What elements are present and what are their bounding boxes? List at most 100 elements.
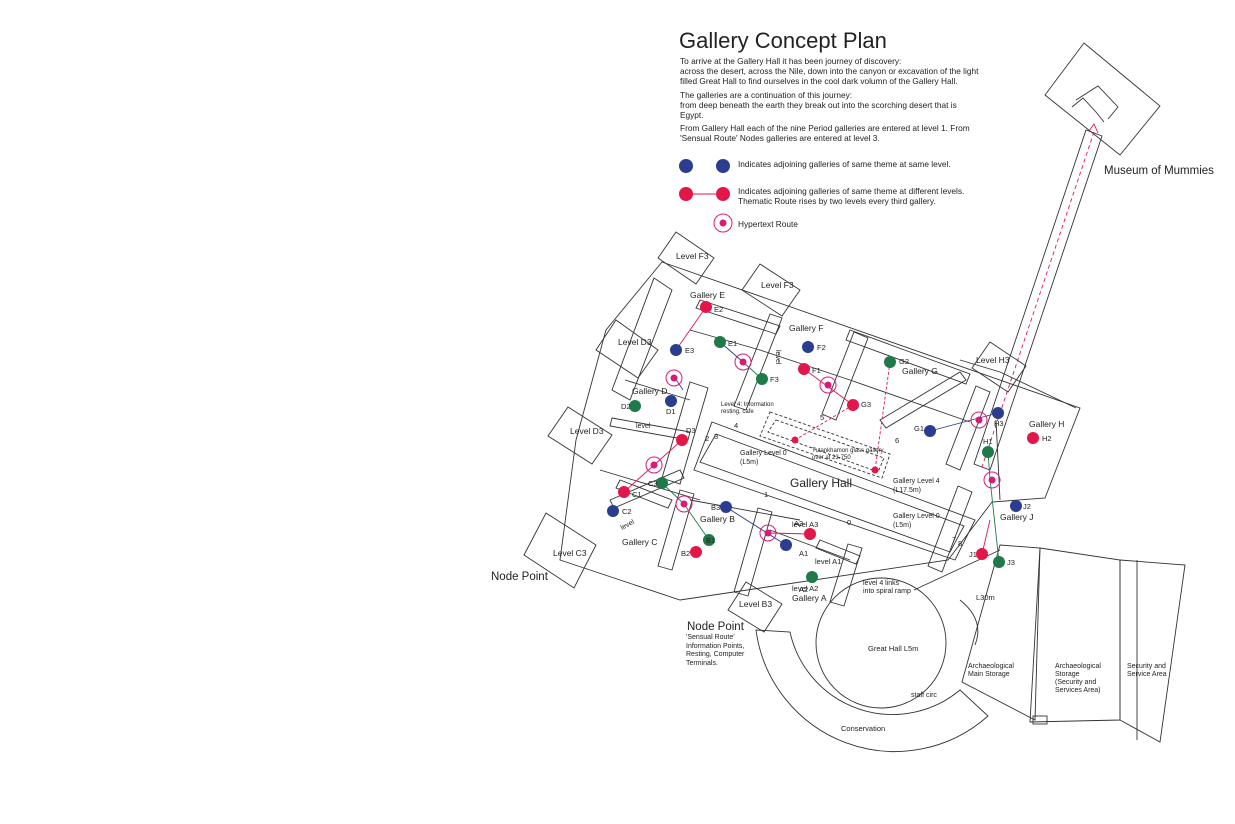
number-4: 4 [734,421,738,430]
gallery-a-ramp [733,507,773,597]
level-diagonal-label: level [620,519,636,532]
tutankhamon-inner [767,419,885,473]
security-area-line-2: Service Area [1127,671,1167,678]
label-f1: F1 [812,366,821,375]
level-h3-box [971,341,1027,393]
marker-g3 [847,399,859,411]
mummies-link-ramp [973,129,1103,471]
gallery-d-label: Gallery D [632,386,667,396]
staff-circ-label: staff circ [911,692,937,699]
number-5: 5 [820,413,824,422]
hypertext-ring [665,369,683,387]
route-g1-h3 [929,412,999,432]
museum-of-mummies-label: Museum of Mummies [1104,165,1214,177]
hypertext-node [734,353,752,371]
marker-a2 [806,571,818,583]
gallery-level0-left-line-1: Gallery Level 0 [740,450,787,457]
marker-e3 [670,344,682,356]
gallery-f-ramp [733,313,783,411]
gallery-g-label: Gallery G [902,366,938,376]
partition-5 [599,469,701,501]
marker-j3 [993,556,1005,568]
legend-red-dot-1 [679,187,693,201]
level-bar-label: level [636,423,651,430]
label-a1: A1 [799,549,808,558]
label-b2: B2 [681,549,690,558]
hypertext-node [819,376,837,394]
gallery-b-label: Gallery B [700,514,735,524]
route-c1 [623,464,655,493]
gallery-level0-right-line-2: (L5m) [893,522,911,529]
legend-same-level-text: Indicates adjoining galleries of same th… [738,159,951,169]
label-c2: C2 [622,507,632,516]
gallery-e-label: Gallery E [690,290,725,300]
gallery-hall-label: Gallery Hall [790,476,852,490]
level-f3-b-box [741,263,801,317]
description-line-4: from deep beneath the earth they break o… [680,99,957,121]
marker-e2 [700,301,712,313]
number-7: 7 [952,535,956,544]
number-3: 3 [714,432,718,441]
storage-hatch [1032,715,1048,725]
legend-hypertext-ring [713,213,733,233]
label-j1: J1 [969,550,977,559]
arch-storage-box [1029,547,1121,723]
legend-thematic-route-text: Thematic Route rises by two levels every… [738,196,936,206]
route-b3 [725,506,787,546]
label-e3: E3 [685,346,694,355]
node-point-left-label: Node Point [491,571,548,583]
conservation-label: Conservation [841,724,885,733]
hypertext-nodes [645,353,1001,542]
marker-e1 [714,336,726,348]
partition-7 [769,529,851,561]
marker-d3 [676,434,688,446]
number-6: 6 [895,436,899,445]
label-b1: B1 [706,536,715,545]
partition-4 [624,379,691,401]
label-d1: D1 [666,407,676,416]
label-d3: D3 [686,426,696,435]
marker-f3 [756,373,768,385]
marker-labels: E2 E3 E1 F1 F2 F3 G1 G2 G3 H1 H2 H3 J1 J… [621,305,1052,594]
label-g2: G2 [899,357,909,366]
description-line-2: across the desert, across the Nile, down… [680,66,979,87]
level4-info-line-1: Level 4: Information [721,402,774,408]
legend-hypertext-dot [719,219,727,227]
route-e [675,306,707,351]
mummies-inner-wall [1075,85,1119,120]
hypertext-ring [970,411,988,429]
label-h3: H3 [994,419,1004,428]
arch-main-storage-box [961,544,1041,721]
tutankhamon-node [871,466,879,474]
label-b3: B3 [711,503,720,512]
level-numbers: 1 2 3 4 5 6 7 8 0 [705,413,962,548]
label-g1: G1 [914,424,924,433]
gallery-g-wall [845,329,971,385]
label-a3: A3 [794,519,803,528]
hypertext-dot [764,529,772,537]
route-d3 [653,439,683,466]
level-a3-label: level A3 [792,520,818,529]
marker-b3 [720,501,732,513]
marker-c3 [656,477,668,489]
l30m-label: L30m [976,593,995,602]
marker-a3 [804,528,816,540]
level-f3-a-label: Level F3 [676,251,709,261]
gallery-markers [607,301,1039,583]
level-d3-label: Level D3 [618,337,652,347]
marker-h1 [982,446,994,458]
hypertext-ring [819,376,837,394]
level-a2-label: level A2 [792,584,818,593]
gallery-level0-right-line-1: Gallery Level 0 [893,513,940,520]
hypertext-ring [983,471,1001,489]
tutankhamon-line-1: Tutankhamon glass gallery [812,448,883,454]
description-line-5: From Gallery Hall each of the nine Perio… [680,123,970,144]
partition-3 [849,379,971,423]
marker-g1 [924,425,936,437]
hypertext-ring [645,456,663,474]
level-d3-b-label: Level D3 [570,426,604,436]
gallery-d-ramp [661,381,709,485]
label-a2: A2 [799,585,808,594]
hypertext-dot [988,476,996,484]
